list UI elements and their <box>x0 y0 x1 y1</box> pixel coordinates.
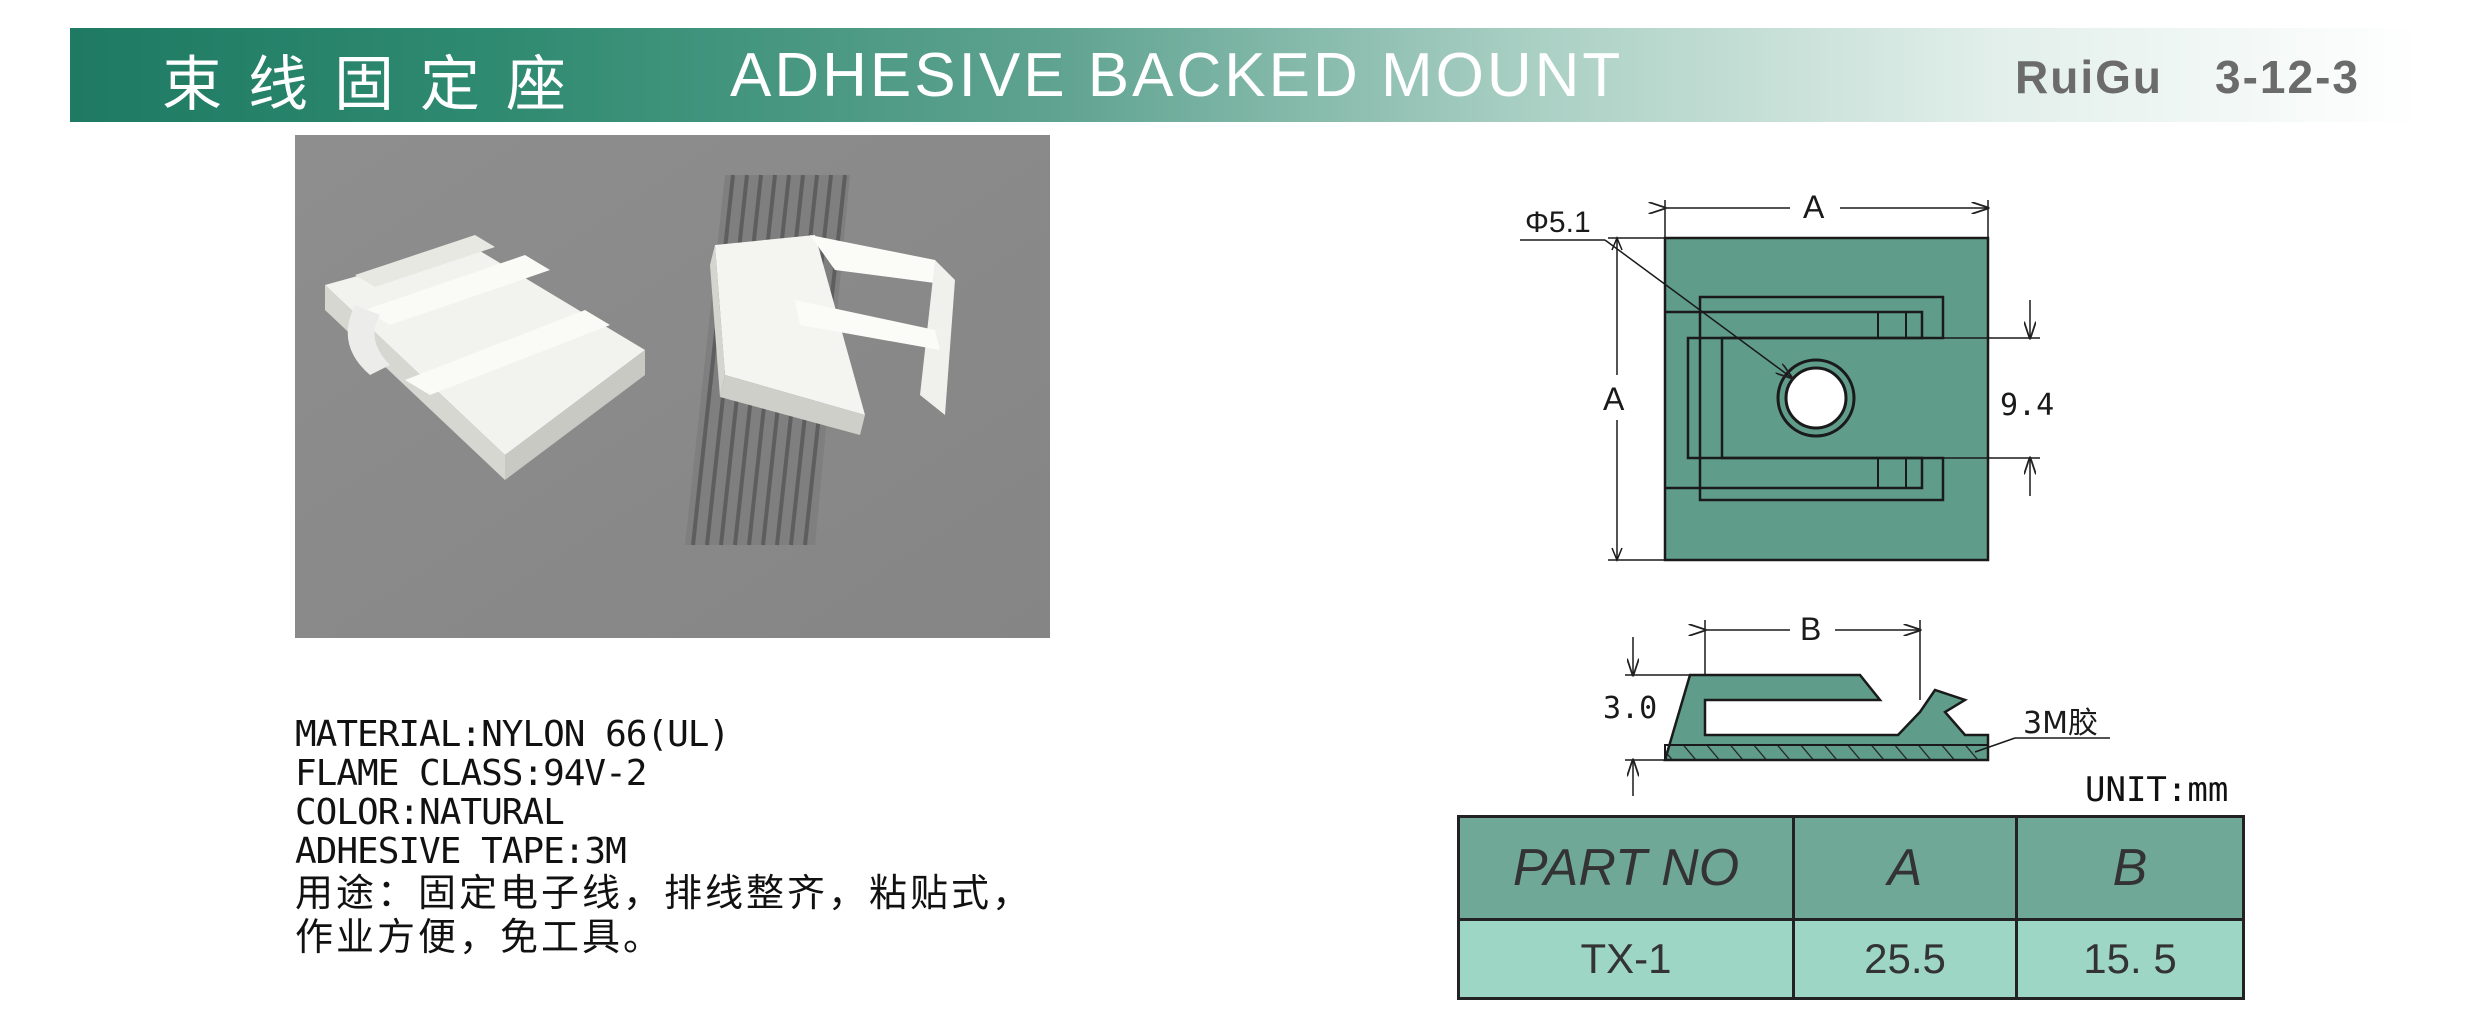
tape-label: 3M胶 <box>2023 706 2098 741</box>
cell-part-no: TX-1 <box>1457 918 1795 1000</box>
cell-a: 25.5 <box>1792 918 2018 1000</box>
spec-material: MATERIAL:NYLON 66(UL) <box>295 714 730 755</box>
spec-color: COLOR:NATURAL <box>295 792 565 833</box>
dim-slot-label: 9.4 <box>2000 388 2054 423</box>
table-row: TX-1 25.5 15. 5 <box>1457 918 2245 1000</box>
hole-diameter-label: Φ5.1 <box>1525 206 1591 239</box>
spec-adhesive-tape: ADHESIVE TAPE:3M <box>295 831 627 872</box>
dim-a-top-label: A <box>1803 189 1825 225</box>
mount-left-photo <box>325 235 645 480</box>
header-part-no: PART NO <box>1457 815 1795 921</box>
header-banner: 束线固定座 ADHESIVE BACKED MOUNT RuiGu 3-12-3 <box>70 28 2420 122</box>
spec-block: MATERIAL:NYLON 66(UL) FLAME CLASS:94V-2 … <box>295 715 1033 959</box>
mount-right-photo <box>710 235 955 435</box>
dim-height-label: 3.0 <box>1603 691 1657 726</box>
cell-b: 15. 5 <box>2015 918 2245 1000</box>
top-view <box>1520 200 2040 562</box>
product-photo-illustration <box>295 135 1050 638</box>
title-english: ADHESIVE BACKED MOUNT <box>730 41 1624 110</box>
header-a: A <box>1792 815 2018 921</box>
title-chinese: 束线固定座 <box>162 50 592 120</box>
spec-usage-line2: 作业方便，免工具。 <box>295 915 665 959</box>
product-photo <box>295 135 1050 638</box>
catalog-code: 3-12-3 <box>2215 51 2360 103</box>
spec-flame-class: FLAME CLASS:94V-2 <box>295 753 647 794</box>
table-header-row: PART NO A B <box>1457 815 2245 921</box>
spec-usage-line1: 用途：固定电子线，排线整齐，粘贴式， <box>295 871 1034 915</box>
header-b: B <box>2015 815 2245 921</box>
dim-b-label: B <box>1800 611 1821 647</box>
brand-name: RuiGu <box>2015 51 2163 103</box>
parts-table: PART NO A B TX-1 25.5 15. 5 <box>1457 815 2245 1000</box>
unit-label: UNIT:mm <box>2085 770 2229 810</box>
dim-a-left-label: A <box>1603 381 1625 417</box>
side-view <box>1625 620 2110 796</box>
